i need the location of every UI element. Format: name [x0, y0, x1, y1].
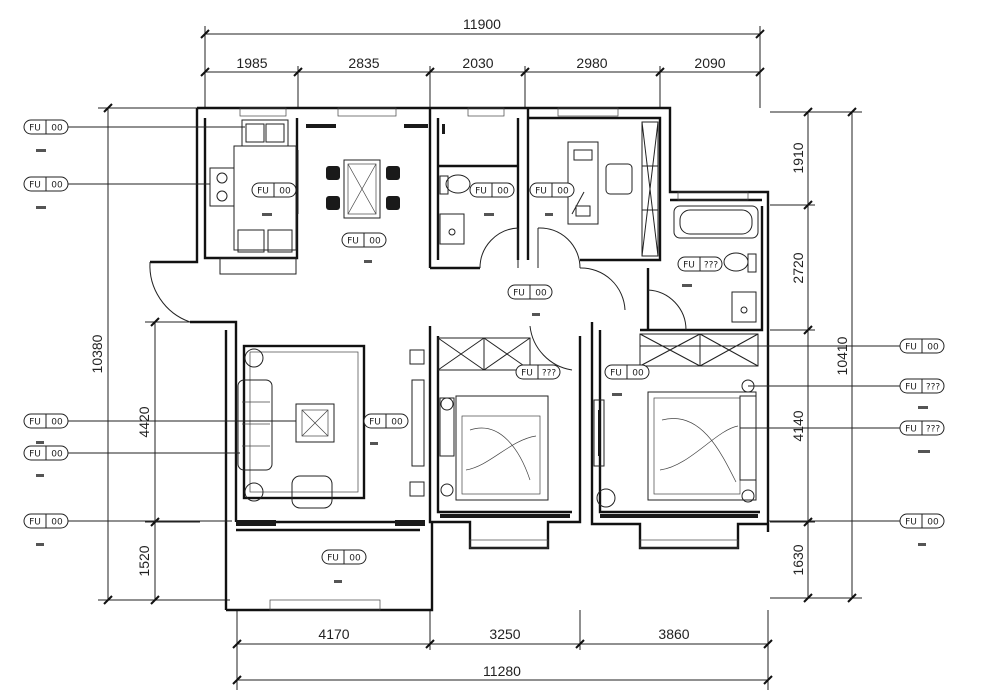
room-tag-value: 00	[391, 418, 403, 428]
room-tag-value: ???	[926, 383, 941, 393]
dim-top-4: 2980	[576, 55, 607, 71]
room-tag-code: FU	[369, 418, 381, 428]
room-tag-value: 00	[927, 518, 939, 528]
room-tag-code: FU	[905, 383, 917, 393]
walls	[150, 106, 770, 612]
dim-right-2: 2720	[790, 252, 806, 283]
room-tag-code: FU	[327, 554, 339, 564]
door-swings	[149, 227, 687, 371]
dim-left-1: 4420	[136, 406, 152, 437]
room-tag-code: FU	[29, 124, 41, 134]
room-tag: FU???	[899, 378, 945, 394]
room-caption-marks	[36, 149, 930, 583]
dim-left-2: 1520	[136, 545, 152, 576]
room-tag-code: FU	[535, 187, 547, 197]
dim-top-2: 2835	[348, 55, 379, 71]
room-tag-code: FU	[29, 418, 41, 428]
dim-top-total: 11900	[463, 16, 501, 32]
room-tag-value: ???	[926, 425, 941, 435]
bath-fixtures	[673, 205, 759, 323]
room-tag: FU 00	[23, 445, 69, 461]
room-tag: FU 00	[251, 182, 297, 198]
room-tag: FU 00	[321, 549, 367, 565]
dim-right-total: 10410	[834, 336, 850, 375]
room-tag-value: 00	[279, 187, 291, 197]
room-tag-value: 00	[349, 554, 361, 564]
study-fixtures	[567, 121, 659, 257]
room-tag-code: FU	[475, 187, 487, 197]
room-tag: FU 00	[363, 413, 409, 429]
room-tag-value: 00	[51, 418, 63, 428]
room-tag-code: FU	[905, 518, 917, 528]
room-tag: FU???	[899, 420, 945, 436]
room-tag: FU 00	[23, 119, 69, 135]
room-tag-value: 00	[51, 124, 63, 134]
dimension-lines	[98, 26, 862, 690]
room-tag-code: FU	[683, 261, 695, 271]
room-tag: FU 00	[23, 413, 69, 429]
bedroom-1-bed	[439, 395, 616, 508]
windows	[239, 107, 749, 611]
room-tag: FU 00	[529, 182, 575, 198]
room-tag: FU 00	[23, 513, 69, 529]
leader-lines	[68, 126, 900, 522]
room-tag: FU???	[515, 364, 561, 380]
kitchen-fixtures	[209, 119, 299, 275]
wc-fixtures	[439, 124, 471, 245]
dim-top-3: 2030	[462, 55, 493, 71]
dim-right-4: 1630	[790, 544, 806, 575]
room-tag-code: FU	[29, 181, 41, 191]
room-tag-code: FU	[521, 369, 533, 379]
room-tag: FU 00	[899, 338, 945, 354]
room-tag: FU 00	[23, 176, 69, 192]
room-tag-code: FU	[347, 237, 359, 247]
room-tag-value: ???	[704, 261, 719, 271]
room-tag-value: 00	[497, 187, 509, 197]
dim-bottom-total: 11280	[483, 663, 521, 679]
dim-right-1: 1910	[790, 142, 806, 173]
room-tag: FU 00	[604, 364, 650, 380]
room-tag-value: 00	[369, 237, 381, 247]
wardrobes	[437, 333, 759, 371]
room-tag-value: 00	[535, 289, 547, 299]
dimension-ticks	[103, 29, 857, 685]
dim-top-1: 1985	[236, 55, 267, 71]
dimension-labels: 11900 1985 2835 2030 2980 2090 4170 3250…	[89, 16, 850, 679]
dim-bottom-1: 4170	[318, 626, 349, 642]
room-tag: FU 00	[899, 513, 945, 529]
room-tag-code: FU	[905, 343, 917, 353]
room-tag-value: 00	[557, 187, 569, 197]
window-hatch	[236, 124, 758, 526]
dim-bottom-3: 3860	[658, 626, 689, 642]
room-tag-value: 00	[51, 518, 63, 528]
room-tag: FU 00	[341, 232, 387, 248]
room-tag-code: FU	[905, 425, 917, 435]
dim-top-5: 2090	[694, 55, 725, 71]
room-tag-value: 00	[927, 343, 939, 353]
room-tag-code: FU	[29, 450, 41, 460]
room-tag-value: 00	[632, 369, 644, 379]
room-tag: FU???	[677, 256, 723, 272]
dim-left-total: 10380	[89, 334, 105, 373]
room-tag-code: FU	[513, 289, 525, 299]
dim-right-3: 4140	[790, 410, 806, 441]
room-tag-value: 00	[51, 181, 63, 191]
room-tag-value: 00	[51, 450, 63, 460]
room-tag-code: FU	[257, 187, 269, 197]
dining-table	[326, 159, 400, 219]
dim-bottom-2: 3250	[489, 626, 520, 642]
room-tag-code: FU	[29, 518, 41, 528]
room-tag-value: ???	[542, 369, 557, 379]
room-tag: FU 00	[469, 182, 515, 198]
bedroom-2-bed	[647, 379, 757, 503]
room-tag-code: FU	[610, 369, 622, 379]
room-tag: FU 00	[507, 284, 553, 300]
